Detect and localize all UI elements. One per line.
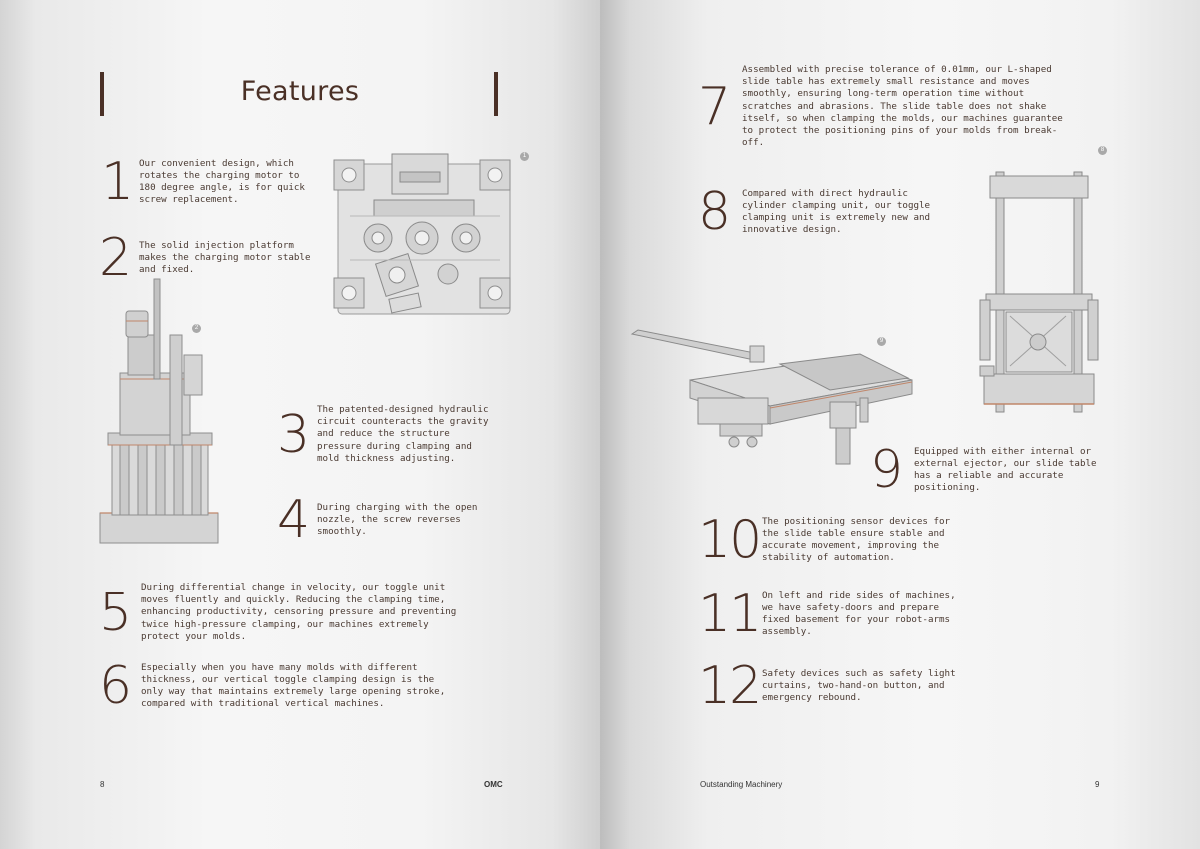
feature-11: 11 On left and ride sides of machines, w… bbox=[698, 588, 958, 640]
feature-10: 10 The positioning sensor devices for th… bbox=[698, 514, 958, 566]
feature-number: 10 bbox=[698, 510, 762, 570]
feature-number: 2 bbox=[99, 228, 132, 288]
feature-text: The positioning sensor devices for the s… bbox=[762, 515, 951, 564]
feature-text: Assembled with precise tolerance of 0.01… bbox=[742, 64, 1063, 149]
feature-1: 1 Our convenient design, which rotates t… bbox=[101, 156, 319, 208]
right-page: 7 Assembled with precise tolerance of 0.… bbox=[600, 0, 1200, 849]
injection-unit-figure bbox=[99, 278, 219, 544]
feature-text: On left and ride sides of machines, we h… bbox=[762, 589, 956, 638]
feature-number: 9 bbox=[870, 440, 903, 500]
toggle-clamp-figure bbox=[979, 171, 1099, 413]
machine-plate-figure bbox=[333, 153, 511, 315]
page-title: Features bbox=[240, 76, 360, 107]
feature-text: During differential change in velocity, … bbox=[141, 582, 457, 642]
feature-text: The patented-designed hydraulic circuit … bbox=[317, 404, 489, 464]
feature-text: Safety devices such as safety light curt… bbox=[762, 667, 956, 704]
slide-table-figure bbox=[630, 329, 913, 465]
feature-number: 11 bbox=[698, 584, 762, 644]
feature-text: The solid injection platform makes the c… bbox=[139, 239, 311, 276]
feature-number: 5 bbox=[99, 582, 132, 643]
feature-number: 7 bbox=[698, 76, 731, 137]
feature-number: 3 bbox=[277, 404, 310, 465]
feature-number: 8 bbox=[698, 182, 731, 242]
figure-ref-1: 1 bbox=[520, 152, 529, 161]
left-title-bar bbox=[100, 72, 104, 116]
page-number-left: 8 bbox=[100, 780, 105, 789]
feature-8: 8 Compared with direct hydraulic cylinde… bbox=[698, 186, 932, 238]
feature-number: 12 bbox=[698, 656, 762, 716]
feature-text: Compared with direct hydraulic cylinder … bbox=[742, 187, 931, 236]
feature-2: 2 The solid injection platform makes the… bbox=[99, 232, 319, 284]
figure-ref-9: 9 bbox=[877, 337, 886, 346]
feature-number: 4 bbox=[277, 490, 310, 550]
tagline: Outstanding Machinery bbox=[700, 780, 783, 789]
feature-text: Especially when you have many molds with… bbox=[141, 661, 446, 710]
feature-7: 7 Assembled with precise tolerance of 0.… bbox=[698, 64, 1078, 149]
feature-3: 3 The patented-designed hydraulic circui… bbox=[277, 404, 497, 465]
figure-ref-2: 2 bbox=[192, 324, 201, 333]
feature-4: 4 During charging with the open nozzle, … bbox=[277, 494, 497, 546]
feature-9: 9 Equipped with either internal or exter… bbox=[870, 444, 1110, 496]
feature-text: Our convenient design, which rotates the… bbox=[139, 157, 305, 206]
brand-label: OMC bbox=[484, 780, 503, 789]
right-title-bar bbox=[494, 72, 498, 116]
left-page: Features 1 Our convenient design, which … bbox=[0, 0, 600, 849]
feature-text: During charging with the open nozzle, th… bbox=[317, 501, 478, 538]
feature-12: 12 Safety devices such as safety light c… bbox=[698, 660, 958, 712]
feature-text: Equipped with either internal or externa… bbox=[914, 445, 1097, 494]
feature-number: 1 bbox=[101, 152, 134, 212]
page-number-right: 9 bbox=[1095, 780, 1100, 789]
figure-ref-8: 8 bbox=[1098, 146, 1107, 155]
feature-5: 5 During differential change in velocity… bbox=[99, 582, 461, 643]
feature-number: 6 bbox=[99, 656, 132, 716]
feature-6: 6 Especially when you have many molds wi… bbox=[99, 660, 461, 712]
